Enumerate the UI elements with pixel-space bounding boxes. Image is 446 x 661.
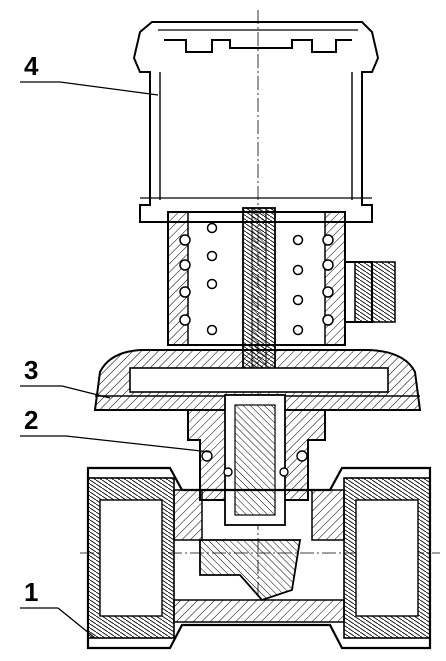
leader-lines	[20, 81, 211, 639]
bonnet-housing	[167, 211, 396, 346]
spring-right	[292, 234, 334, 336]
diaphragm-flange	[93, 349, 422, 411]
callout-1: 1	[24, 577, 39, 607]
spring-left	[179, 222, 218, 336]
callout-2: 2	[24, 405, 39, 435]
stem-nut	[187, 394, 326, 526]
callout-4: 4	[24, 51, 39, 81]
callout-3: 3	[24, 355, 39, 385]
actuator-cap	[132, 21, 380, 223]
valve-body	[86, 466, 432, 650]
